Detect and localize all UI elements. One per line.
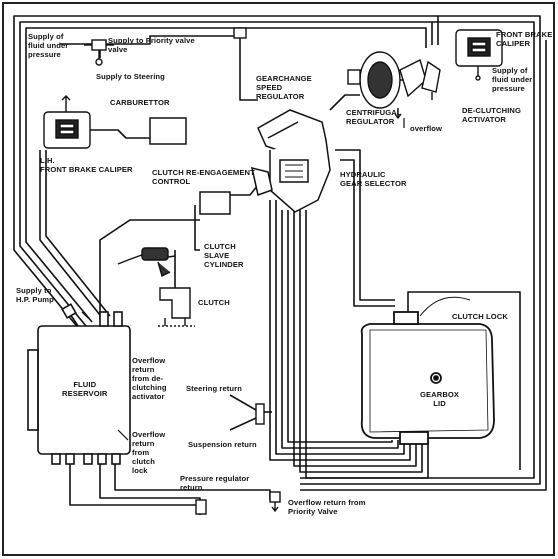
label-overflow-return-clutch-lock: Overflow return from clutch lock — [132, 430, 165, 475]
label-clutch-lock: CLUTCH LOCK — [452, 312, 508, 321]
label-de-clutching-activator: DE-CLUTCHING ACTIVATOR — [462, 106, 521, 124]
return-tee-fitting — [256, 404, 264, 424]
pressure-regulator-tee — [196, 500, 206, 514]
clutch-slave-cylinder — [118, 248, 175, 276]
hydraulic-gear-selector-body — [252, 110, 330, 212]
label-supply-priority-valve: Supply to Priority valve valve — [108, 36, 195, 54]
label-carburettor: CARBURETTOR — [110, 98, 170, 107]
label-supply-fluid-pressure: Supply of fluid under pressure — [28, 32, 68, 59]
pipe-suspension-return — [230, 418, 256, 430]
de-clutching-activator — [422, 62, 440, 100]
priority-valve-tee — [270, 492, 280, 511]
label-clutch-reengagement-control: CLUTCH RE-ENGAGEMENT CONTROL — [152, 168, 255, 186]
label-hydraulic-gear-selector: HYDRAULIC GEAR SELECTOR — [340, 170, 407, 188]
label-overflow-return-priority-valve: Overflow return from Priority Valve — [288, 498, 366, 516]
label-supply-fluid-pressure-right: Supply of fluid under pressure — [492, 66, 532, 93]
label-supply-steering: Supply to Steering — [96, 72, 165, 81]
label-overflow: overflow — [410, 124, 442, 133]
label-suspension-return: Suspension return — [188, 440, 257, 449]
label-pressure-regulator-return: Pressure regulator return — [180, 474, 249, 492]
label-overflow-return-declutching: Overflow return from de- clutching activ… — [132, 356, 167, 401]
label-gearbox-lid: GEARBOX LID — [420, 390, 459, 408]
label-supply-hp-pump: Supply to H.P. Pump — [16, 286, 54, 304]
top-center-tee — [234, 28, 246, 38]
label-lh-front-brake-caliper: L.H. FRONT BRAKE CALIPER — [40, 156, 133, 174]
label-gearchange-speed-regulator: GEARCHANGE SPEED REGULATOR — [256, 74, 312, 101]
label-front-brake-caliper-right: FRONT BRAKE CALIPER — [496, 30, 552, 48]
label-clutch-slave-cylinder: CLUTCH SLAVE CYLINDER — [204, 242, 244, 269]
label-centrifugal-regulator: CENTRIFUGAL REGULATOR — [346, 108, 402, 126]
pipe-caliper-to-carb — [90, 130, 150, 138]
label-steering-return: Steering return — [186, 384, 242, 393]
clutch-reengagement-control-box — [200, 192, 230, 214]
clutch-housing — [158, 288, 195, 326]
label-fluid-reservoir: FLUID RESERVOIR — [62, 380, 108, 398]
lh-brake-caliper — [44, 96, 90, 148]
pipe-steering-return — [230, 395, 256, 410]
label-clutch: CLUTCH — [198, 298, 230, 307]
carburettor-box — [150, 118, 186, 144]
